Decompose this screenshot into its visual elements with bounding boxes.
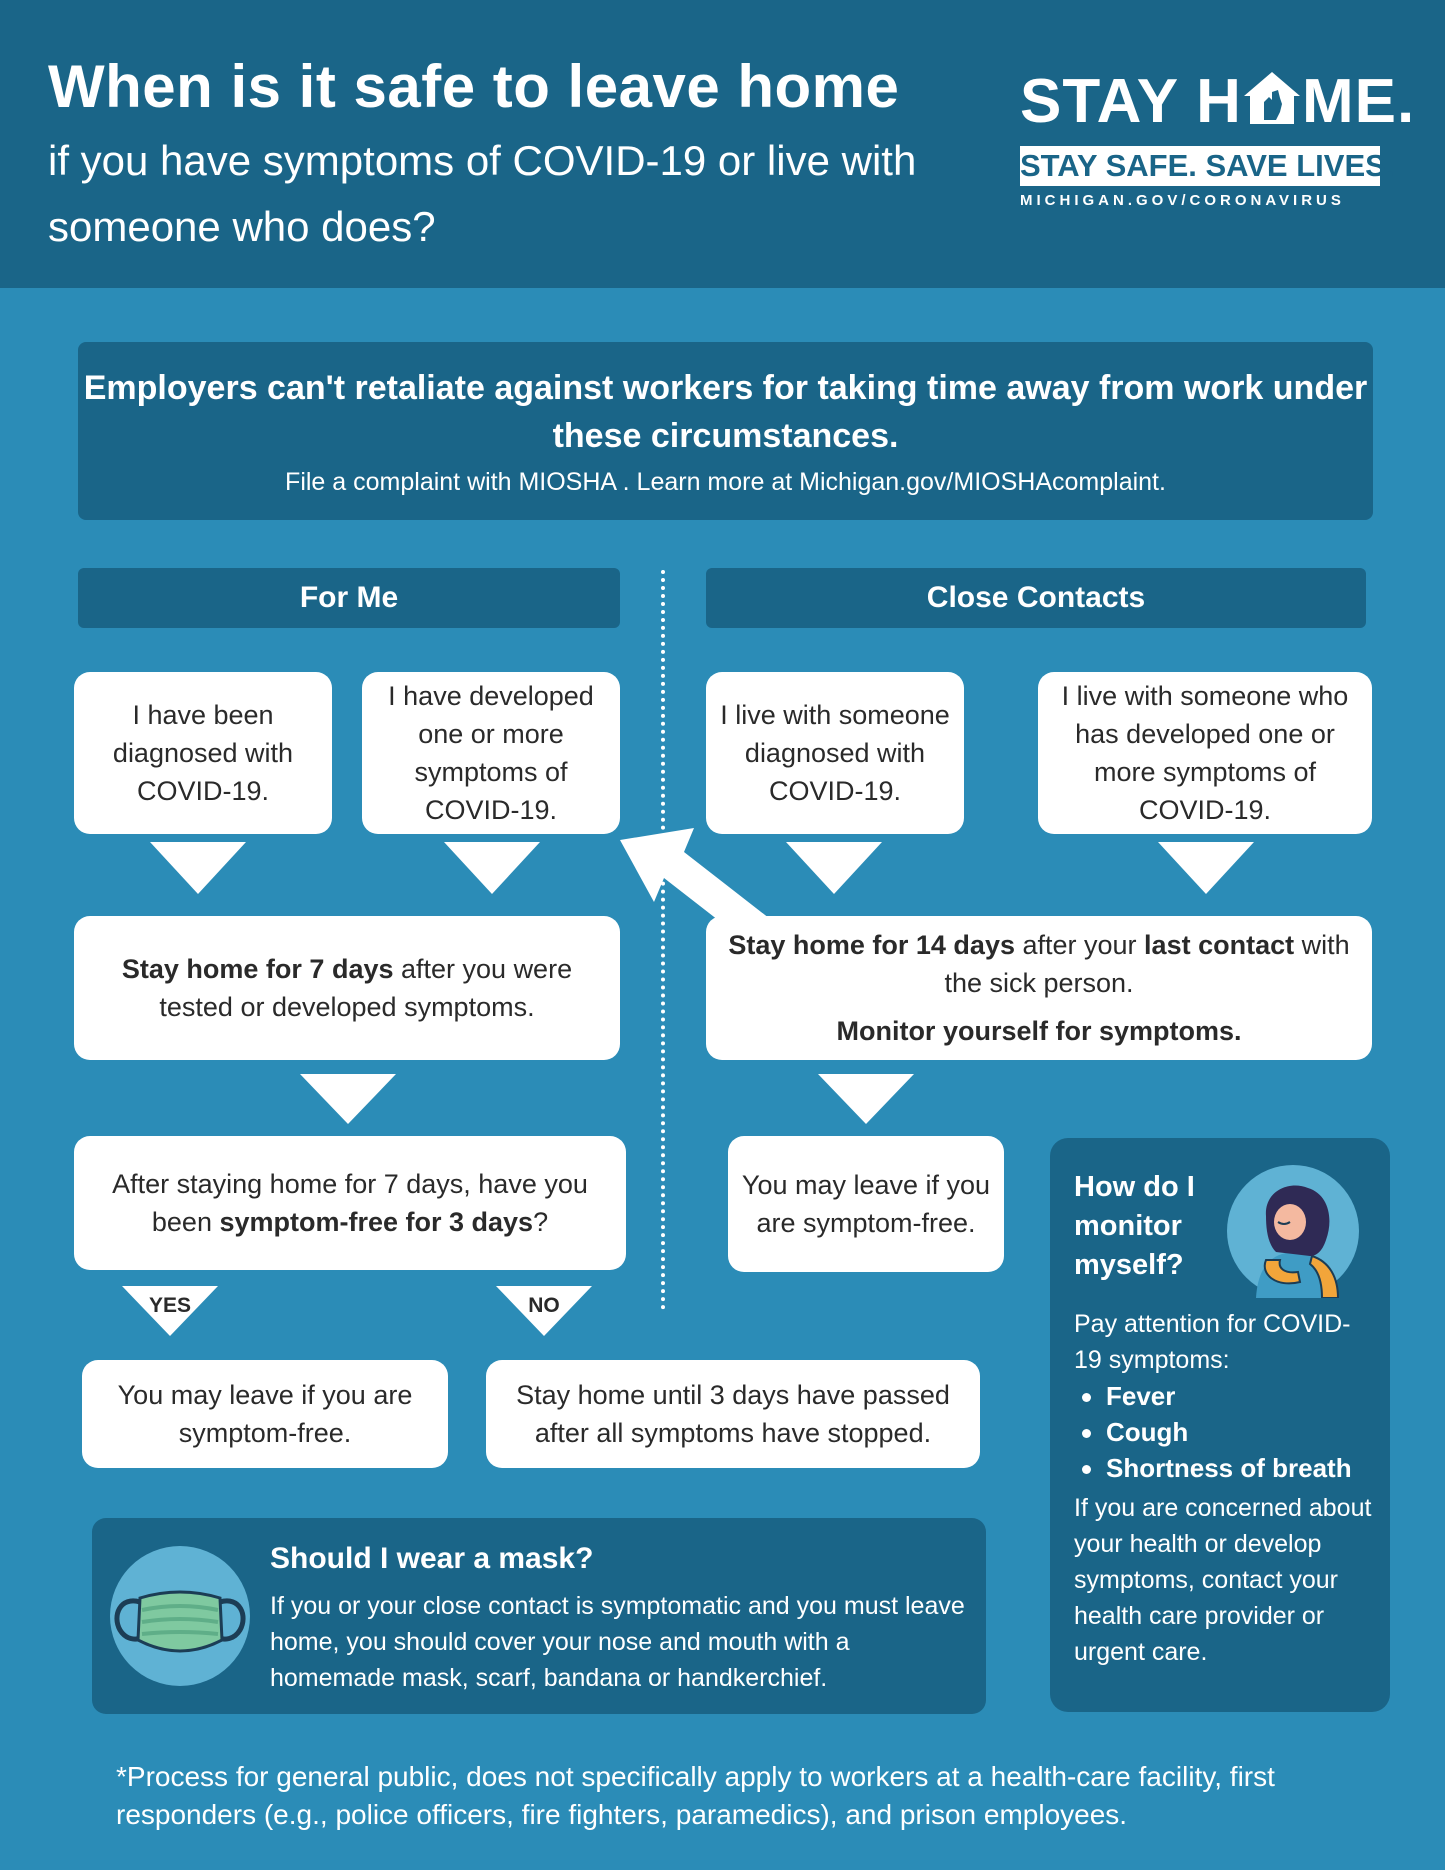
arrow-down-live-diagnosed (786, 840, 882, 894)
question-part-a: After staying home for 7 days, have you … (112, 1169, 588, 1237)
notice-complaint-link: File a complaint with MIOSHA . Learn mor… (285, 468, 1166, 496)
question-text: After staying home for 7 days, have you … (86, 1165, 614, 1241)
box-developed-symptoms: I have developed one or more symptoms of… (362, 672, 620, 834)
list-item: Shortness of breath (1074, 1450, 1352, 1486)
list-item: Fever (1074, 1378, 1352, 1414)
list-item: Cough (1074, 1414, 1352, 1450)
stay-7-bold: Stay home for 7 days (121, 954, 394, 984)
box-contact-may-leave: You may leave if you are symptom-free. (728, 1136, 1004, 1272)
arrow-down-symptoms (444, 840, 540, 894)
notice-heading-text: Employers can't retaliate against worker… (83, 369, 1368, 455)
monitor-note: If you are concerned about your health o… (1074, 1494, 1372, 1666)
logo-tagline: STAY SAFE. SAVE LIVES. (1020, 146, 1394, 186)
symptom-list: Fever Cough Shortness of breath (1074, 1378, 1352, 1486)
michigan-house-icon (1242, 70, 1302, 126)
stay-7-rest: after you were tested or developed sympt… (159, 954, 573, 1022)
footnote: *Process for general public, does not sp… (116, 1761, 1275, 1830)
stay-14-bold2: last contact (1144, 930, 1295, 960)
stay-7-text: Stay home for 7 days after you were test… (86, 950, 608, 1026)
label-no: NO (528, 1294, 560, 1317)
question-bold: symptom-free for 3 days (219, 1207, 534, 1237)
page-subtitle: if you have symptoms of COVID-19 or live… (48, 137, 917, 250)
arrow-down-live-symptomatic (1158, 840, 1254, 894)
stay-14-mid: after your (1014, 930, 1145, 960)
arrow-down-stay-14 (818, 1074, 914, 1124)
stay-14-monitor-bold: Monitor yourself for symptoms. (836, 1016, 1242, 1046)
label-yes: YES (148, 1294, 192, 1317)
column-divider (661, 570, 665, 1310)
logo-text-b: ME. (1301, 67, 1416, 136)
arrow-down-stay-7 (300, 1074, 396, 1124)
header-banner: When is it safe to leave home if you hav… (0, 0, 1445, 288)
mask-title: Should I wear a mask? (270, 1542, 594, 1575)
box-diagnosed: I have been diagnosed with COVID-19. (74, 672, 332, 834)
stay-14-monitor: Monitor yourself for symptoms. (836, 1012, 1241, 1050)
stay-14-bold: Stay home for 14 days (728, 930, 1015, 960)
monitor-intro: Pay attention for COVID-19 symptoms: (1074, 1310, 1351, 1374)
arrow-yes: YES (122, 1286, 218, 1336)
box-yes-may-leave: You may leave if you are symptom-free. (82, 1360, 448, 1468)
arrow-down-diagnosed (150, 840, 246, 894)
mask-info-box: Should I wear a mask? If you or your clo… (92, 1518, 986, 1714)
logo-text-a: STAY H (1020, 67, 1242, 136)
logo-url: MICHIGAN.GOV/CORONAVIRUS (1020, 192, 1345, 209)
logo-wordmark: STAY H ME. (1020, 70, 1415, 133)
face-mask-icon (110, 1546, 250, 1686)
box-symptom-free-question: After staying home for 7 days, have you … (74, 1136, 626, 1270)
monitor-panel: How do I monitor myself? Pay attention f… (1050, 1138, 1390, 1712)
column-header-for-me: For Me (78, 568, 620, 628)
question-part-b: ? (533, 1207, 549, 1237)
monitor-title: How do I monitor myself? (1074, 1171, 1195, 1281)
column-header-close-contacts: Close Contacts (706, 568, 1366, 628)
arrow-no: NO (496, 1286, 592, 1336)
box-stay-home-7-days: Stay home for 7 days after you were test… (74, 916, 620, 1060)
stay-14-text: Stay home for 14 days after your last co… (718, 926, 1360, 1002)
stay-home-logo: STAY H ME. STAY SAFE. SAVE LIVES. MICHIGA… (1020, 70, 1414, 220)
box-no-stay-home: Stay home until 3 days have passed after… (486, 1360, 980, 1468)
box-live-with-diagnosed: I live with someone diagnosed with COVID… (706, 672, 964, 834)
notice-heading: Employers can't retaliate against worker… (78, 364, 1373, 460)
employer-notice: Employers can't retaliate against worker… (78, 342, 1373, 520)
stay-14-rest: with the sick person. (944, 930, 1350, 998)
page-title: When is it safe to leave home (48, 53, 900, 120)
coughing-person-icon (1226, 1164, 1360, 1299)
box-stay-home-14-days: Stay home for 14 days after your last co… (706, 916, 1372, 1060)
mask-text: If you or your close contact is symptoma… (270, 1592, 965, 1692)
box-live-with-symptomatic: I live with someone who has developed on… (1038, 672, 1372, 834)
